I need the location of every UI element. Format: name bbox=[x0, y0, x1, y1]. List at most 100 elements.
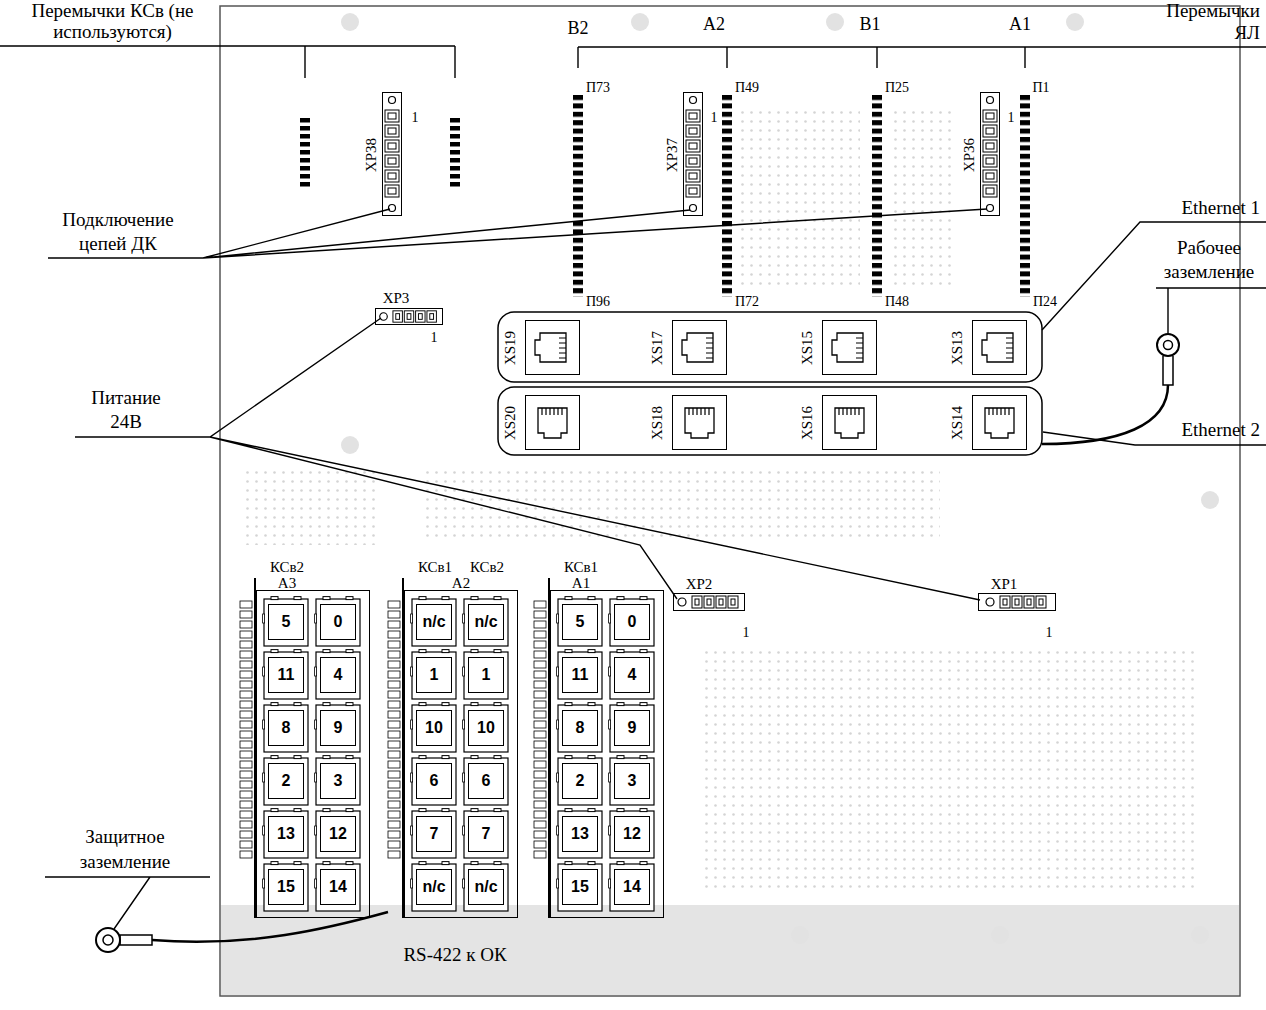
port-number: 8 bbox=[282, 720, 291, 736]
port-number: 0 bbox=[334, 614, 343, 630]
rj45-port: n/c bbox=[416, 604, 452, 640]
rj45-port: 13 bbox=[562, 816, 598, 852]
port-number: 10 bbox=[477, 720, 495, 736]
leader-lines bbox=[0, 46, 1266, 929]
board-traces bbox=[240, 13, 1219, 944]
jumper-group-label: В2 bbox=[567, 18, 588, 39]
pin-one-mark: 1 bbox=[431, 331, 438, 345]
port-number: n/c bbox=[422, 879, 445, 895]
module-heading: КСв1 bbox=[564, 560, 598, 575]
port-number: 8 bbox=[576, 720, 585, 736]
rj45-port: 15 bbox=[562, 869, 598, 905]
connector-designator: XP37 bbox=[665, 138, 680, 172]
jumper-number: П25 bbox=[885, 80, 909, 96]
rj45-port: 9 bbox=[320, 710, 356, 746]
ethernet-jack: XS18 bbox=[672, 395, 727, 450]
connector-block: XP31 bbox=[375, 308, 443, 325]
rj45-port: 7 bbox=[416, 816, 452, 852]
rj45-port: 8 bbox=[562, 710, 598, 746]
rj45-port: 11 bbox=[268, 657, 304, 693]
rj45-port: 11 bbox=[562, 657, 598, 693]
connector-designator: XP2 bbox=[686, 577, 713, 592]
callout-label: Защитное заземление bbox=[60, 824, 190, 874]
port-number: 7 bbox=[430, 826, 439, 842]
rj45-port: 9 bbox=[614, 710, 650, 746]
port-number: 5 bbox=[576, 614, 585, 630]
rj45-port: 13 bbox=[268, 816, 304, 852]
port-number: 14 bbox=[623, 879, 641, 895]
ethernet-jack: XS20 bbox=[525, 395, 580, 450]
rj45-port: 12 bbox=[614, 816, 650, 852]
rj45-port: 7 bbox=[468, 816, 504, 852]
connector-block: XP11 bbox=[978, 593, 1056, 611]
port-number: n/c bbox=[474, 614, 497, 630]
module-heading: А3 bbox=[278, 576, 296, 591]
port-number: 15 bbox=[571, 879, 589, 895]
port-number: 11 bbox=[278, 667, 295, 683]
ethernet-jack: XS17 bbox=[672, 320, 727, 375]
pin-one-mark: 1 bbox=[711, 111, 718, 125]
jack-designator: XS13 bbox=[950, 331, 965, 365]
jack-designator: XS18 bbox=[650, 406, 665, 440]
rj45-port: 0 bbox=[614, 604, 650, 640]
rj45-port: n/c bbox=[416, 869, 452, 905]
jack-designator: XS16 bbox=[800, 406, 815, 440]
rj45-module: КСв1КСв2А2n/cn/c1110106677n/cn/c bbox=[404, 590, 518, 918]
ethernet-jack: XS16 bbox=[822, 395, 877, 450]
port-number: 7 bbox=[482, 826, 491, 842]
port-number: 14 bbox=[329, 879, 347, 895]
port-number: 0 bbox=[628, 614, 637, 630]
rj45-port: 14 bbox=[320, 869, 356, 905]
module-heading: КСв1 bbox=[418, 560, 452, 575]
port-number: 13 bbox=[277, 826, 295, 842]
module-heading: КСв2 bbox=[470, 560, 504, 575]
rj45-port: 6 bbox=[416, 763, 452, 799]
callout-label: Питание 24В bbox=[80, 386, 172, 434]
port-number: 5 bbox=[282, 614, 291, 630]
port-number: n/c bbox=[474, 879, 497, 895]
pin-one-mark: 1 bbox=[1008, 111, 1015, 125]
port-number: 12 bbox=[329, 826, 347, 842]
board-outline bbox=[220, 6, 1240, 996]
rj45-module: КСв1А150114892313121514 bbox=[550, 590, 664, 918]
rj45-port: 5 bbox=[268, 604, 304, 640]
connector-block: XP381 bbox=[382, 92, 402, 216]
connector-block: XP371 bbox=[683, 92, 703, 216]
rj45-housings bbox=[238, 578, 660, 918]
jack-details bbox=[535, 333, 1014, 438]
port-number: 15 bbox=[277, 879, 295, 895]
jumper-number: П48 bbox=[885, 294, 909, 310]
port-number: 11 bbox=[572, 667, 589, 683]
jumper-number: П96 bbox=[586, 294, 610, 310]
callout-label: Перемычки КСв (не используются) bbox=[5, 0, 220, 42]
jack-designator: XS20 bbox=[503, 406, 518, 440]
port-number: 3 bbox=[334, 773, 343, 789]
rj45-port: 1 bbox=[468, 657, 504, 693]
callout-label: Ethernet 1 bbox=[1140, 197, 1260, 219]
module-heading: КСв2 bbox=[270, 560, 304, 575]
jumper-number: П24 bbox=[1033, 294, 1057, 310]
connector-designator: XP36 bbox=[962, 138, 977, 172]
rj45-port: 3 bbox=[614, 763, 650, 799]
rj45-port: 10 bbox=[416, 710, 452, 746]
jumper-number: П49 bbox=[735, 80, 759, 96]
jack-designator: XS14 bbox=[950, 406, 965, 440]
port-number: 4 bbox=[628, 667, 637, 683]
port-number: 6 bbox=[482, 773, 491, 789]
module-heading: А1 bbox=[572, 576, 590, 591]
port-number: 10 bbox=[425, 720, 443, 736]
pin-one-mark: 1 bbox=[743, 626, 750, 640]
jack-designator: XS15 bbox=[800, 331, 815, 365]
rj45-port: 15 bbox=[268, 869, 304, 905]
pin-one-mark: 1 bbox=[412, 111, 419, 125]
callout-label: Подключение цепей ДК bbox=[48, 208, 188, 256]
connector-details bbox=[380, 97, 1046, 609]
module-heading: А2 bbox=[452, 576, 470, 591]
connector-block: XP361 bbox=[980, 92, 1000, 216]
callout-label: Перемычки ЯЛ bbox=[1156, 0, 1260, 44]
connector-block: XP21 bbox=[673, 593, 745, 611]
rj45-port: 6 bbox=[468, 763, 504, 799]
pin-one-mark: 1 bbox=[1046, 626, 1053, 640]
